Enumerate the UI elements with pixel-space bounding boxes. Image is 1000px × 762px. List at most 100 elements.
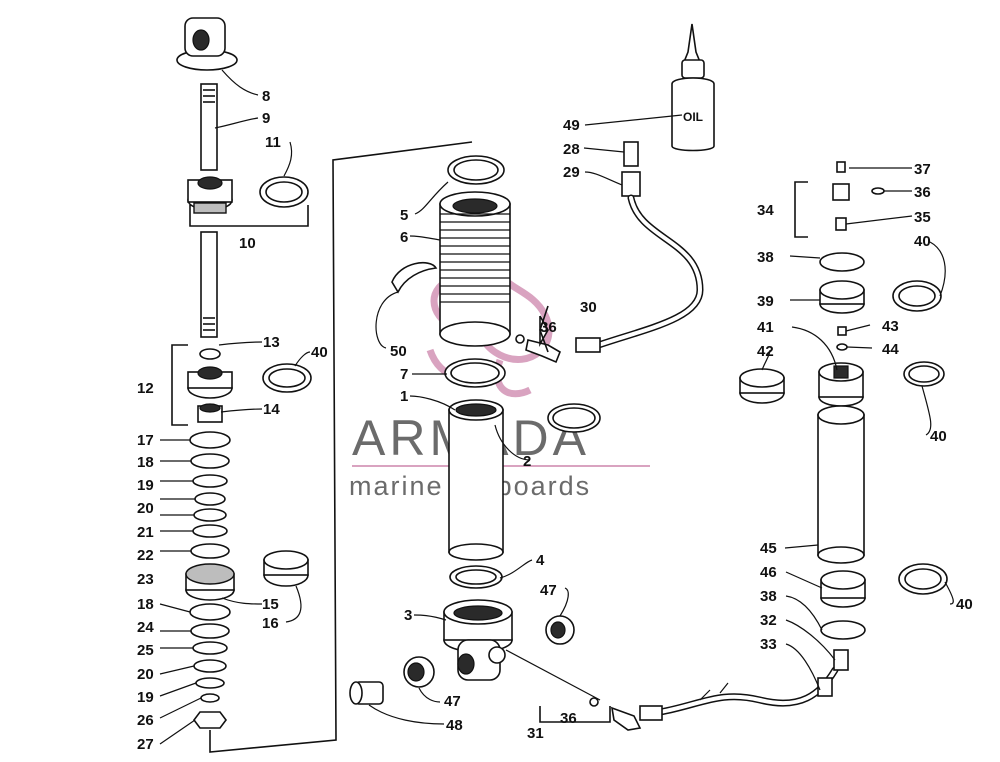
callout-31: 31 bbox=[527, 725, 544, 742]
rod-lower-section bbox=[200, 231, 218, 338]
piston-rod-assembly bbox=[171, 17, 473, 753]
callout-36-upper: 36 bbox=[540, 319, 557, 336]
fitting-part-32 bbox=[833, 649, 849, 671]
hose-fittings bbox=[505, 141, 849, 731]
callout-38-upper: 38 bbox=[757, 249, 774, 266]
leader-lines bbox=[159, 69, 954, 745]
valve-part-34 bbox=[832, 183, 850, 201]
seal-head-part-10 bbox=[187, 176, 233, 214]
hose-end-upper bbox=[575, 337, 601, 353]
piston-part-15 bbox=[185, 563, 235, 601]
sleeve-part-48 bbox=[349, 681, 384, 705]
washer-part-36-right bbox=[871, 187, 885, 195]
valve-core-part-35 bbox=[835, 217, 847, 231]
reservoir-cylinder-part-45 bbox=[817, 405, 865, 564]
fitting-part-33 bbox=[817, 677, 833, 697]
callout-2: 2 bbox=[523, 453, 531, 470]
callout-27: 27 bbox=[137, 736, 154, 753]
callout-9: 9 bbox=[262, 110, 270, 127]
callout-14: 14 bbox=[263, 401, 280, 418]
bracket-31 bbox=[539, 706, 611, 723]
callout-20-upper: 20 bbox=[137, 500, 154, 517]
callout-48: 48 bbox=[446, 717, 463, 734]
screw-part-43 bbox=[837, 326, 847, 336]
clip-part-50 bbox=[391, 261, 438, 294]
callout-26: 26 bbox=[137, 712, 154, 729]
callout-34: 34 bbox=[757, 202, 774, 219]
callout-8: 8 bbox=[262, 88, 270, 105]
piston-part-41 bbox=[818, 362, 864, 407]
snap-ring-part-38-upper bbox=[819, 252, 865, 272]
washer-part-13 bbox=[199, 348, 221, 360]
oil-bottle-part-49: OIL bbox=[671, 23, 715, 152]
callout-39: 39 bbox=[757, 293, 774, 310]
callout-18-upper: 18 bbox=[137, 454, 154, 471]
callout-23: 23 bbox=[137, 571, 154, 588]
callout-36-lower: 36 bbox=[560, 710, 577, 727]
shock-body-assembly bbox=[349, 155, 601, 705]
callout-11: 11 bbox=[265, 134, 281, 151]
callout-7: 7 bbox=[400, 366, 408, 383]
callout-4: 4 bbox=[536, 552, 545, 569]
callout-22: 22 bbox=[137, 547, 154, 564]
snap-ring-part-38-lower bbox=[820, 620, 866, 640]
callout-44: 44 bbox=[882, 341, 899, 358]
callout-21: 21 bbox=[137, 524, 154, 541]
callout-18-lower: 18 bbox=[137, 596, 154, 613]
fitting-part-28 bbox=[623, 141, 639, 167]
callout-12: 12 bbox=[137, 380, 154, 397]
piston-ring-part-16 bbox=[263, 550, 309, 587]
callout-16: 16 bbox=[262, 615, 279, 632]
callout-13: 13 bbox=[263, 334, 280, 351]
callout-20-lower: 20 bbox=[137, 666, 154, 683]
clamp-part-42 bbox=[739, 368, 785, 404]
callout-42: 42 bbox=[757, 343, 774, 360]
callout-35: 35 bbox=[914, 209, 931, 226]
elbow-part-30 bbox=[525, 339, 561, 364]
callout-19-upper: 19 bbox=[137, 477, 154, 494]
callout-33: 33 bbox=[760, 636, 777, 653]
callout-40-upper-right: 40 bbox=[914, 233, 931, 250]
piston-rod-part-9 bbox=[200, 83, 218, 171]
callouts: 8 9 10 11 12 13 14 40 17 18 19 20 21 22 … bbox=[137, 88, 973, 753]
callout-29: 29 bbox=[563, 164, 580, 181]
fitting-part-29 bbox=[621, 171, 641, 197]
end-cap-part-3 bbox=[443, 599, 513, 681]
elbow-part-31 bbox=[610, 706, 642, 731]
hose-end-lower bbox=[639, 705, 663, 721]
callout-10: 10 bbox=[239, 235, 256, 252]
washer-part-44 bbox=[836, 343, 848, 351]
callout-46: 46 bbox=[760, 564, 777, 581]
callout-17: 17 bbox=[137, 432, 154, 449]
callout-19-lower: 19 bbox=[137, 689, 154, 706]
bushing-part-47-right bbox=[545, 615, 575, 645]
callout-28: 28 bbox=[563, 141, 580, 158]
eye-mount-part-8 bbox=[176, 17, 238, 71]
shim-stack-lower bbox=[189, 603, 231, 703]
callout-41: 41 bbox=[757, 319, 774, 336]
threaded-body-part-6 bbox=[439, 191, 511, 347]
cap-part-39 bbox=[819, 280, 865, 314]
callout-50: 50 bbox=[390, 343, 407, 360]
callout-37: 37 bbox=[914, 161, 931, 178]
callout-5: 5 bbox=[400, 207, 408, 224]
callout-36-right: 36 bbox=[914, 184, 931, 201]
callout-40-mid-right: 40 bbox=[930, 428, 947, 445]
callout-32: 32 bbox=[760, 612, 777, 629]
callout-6: 6 bbox=[400, 229, 408, 246]
nut-part-27 bbox=[193, 711, 227, 729]
bearing-part-12 bbox=[187, 366, 233, 399]
callout-25: 25 bbox=[137, 642, 154, 659]
callout-40-left: 40 bbox=[311, 344, 328, 361]
screw-part-37 bbox=[836, 161, 846, 173]
callout-30: 30 bbox=[580, 299, 597, 316]
bushing-part-47-left bbox=[403, 656, 435, 688]
callout-40-lower-right: 40 bbox=[956, 596, 973, 613]
callout-43: 43 bbox=[882, 318, 899, 335]
callout-45: 45 bbox=[760, 540, 777, 557]
callout-3: 3 bbox=[404, 607, 412, 624]
shim-stack-upper bbox=[189, 431, 231, 559]
reservoir-assembly bbox=[739, 161, 948, 640]
callout-49: 49 bbox=[563, 117, 580, 134]
